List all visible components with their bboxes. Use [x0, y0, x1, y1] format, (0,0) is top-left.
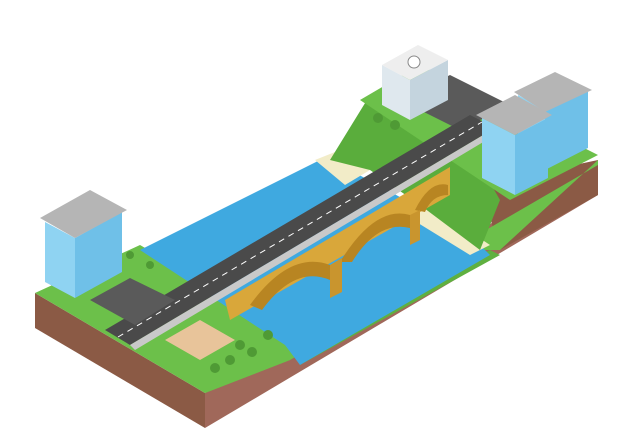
hospital-front	[382, 65, 410, 120]
left-tower-roof	[40, 190, 127, 238]
right-tower-front-front	[482, 118, 515, 195]
left-tower-side	[75, 212, 122, 298]
right-tower-back-roof	[514, 72, 592, 112]
road-center-line	[117, 121, 483, 338]
trees	[126, 113, 400, 373]
road-sidewalk	[130, 128, 500, 350]
field-plot	[165, 320, 235, 360]
right-tower-front-side	[515, 118, 548, 195]
bridge-arch-3	[415, 184, 448, 212]
right-tower-front-roof	[476, 95, 552, 135]
bridge-arch-2	[340, 213, 410, 262]
soil-left-face	[35, 293, 205, 428]
bridge-pier-2	[410, 210, 420, 245]
right-tower-back-side	[545, 88, 588, 170]
left-tower-front	[45, 222, 75, 298]
left-parking	[90, 278, 175, 325]
sand-bank-upper	[315, 150, 370, 185]
bridge-pier-1	[330, 258, 342, 298]
sand-bank-lower	[405, 205, 490, 255]
hospital-sign-icon	[407, 55, 421, 69]
bridge-arch-1	[250, 261, 330, 310]
